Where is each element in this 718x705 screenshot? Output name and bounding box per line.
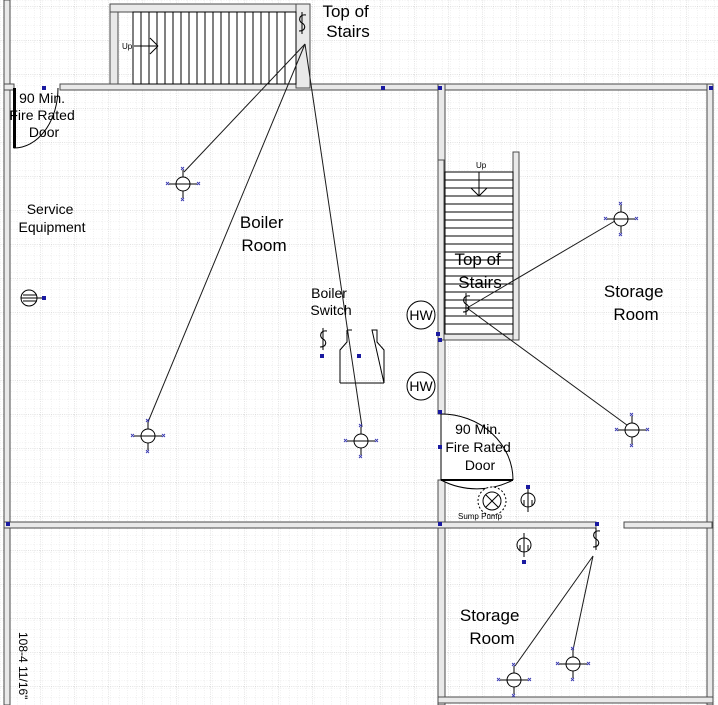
wiring <box>147 43 632 667</box>
label-top-of-stairs-upper: Top of Stairs <box>322 2 373 41</box>
wall-stair-west <box>109 3 119 89</box>
label-storage-room-east: Storage Room <box>604 282 668 324</box>
stair-up-label-upper: Up <box>122 42 133 51</box>
door-nw <box>13 87 59 149</box>
stair-up-label-mid: Up <box>476 161 487 170</box>
water-heater-1: HW <box>406 300 436 330</box>
label-fire-door-mid: 90 Min. Fire Rated Door <box>445 421 514 473</box>
wall-stair-east <box>512 151 520 341</box>
label-sump-pump: Sump Pump <box>458 512 503 521</box>
wall-mid <box>3 521 597 529</box>
door-mid <box>440 413 514 490</box>
wall-south <box>437 696 714 704</box>
label-boiler-room: Boiler Room <box>240 213 288 255</box>
label-boiler-switch: Boiler Switch <box>310 285 351 318</box>
sump-pump-icon <box>477 486 507 516</box>
service-panel-icon <box>20 289 45 307</box>
label-service-equipment: Service Equipment <box>19 201 86 235</box>
wall-stair-north <box>109 3 311 13</box>
stairs-middle: Up <box>444 161 514 335</box>
water-heater-label: HW <box>409 307 433 323</box>
receptacle-icon <box>520 488 536 512</box>
water-heater-label: HW <box>409 378 433 394</box>
wall-east <box>706 83 714 705</box>
label-storage-room-south: Storage Room <box>460 606 524 648</box>
label-top-of-stairs-mid: Top of Stairs <box>454 250 505 292</box>
receptacle-icon <box>516 533 532 557</box>
label-fire-door-nw: 90 Min. Fire Rated Door <box>9 90 78 140</box>
stairs-upper: Up <box>122 11 297 85</box>
sheet-reference-label: 108-4 11/16" <box>16 632 30 699</box>
water-heater-2: HW <box>406 371 436 401</box>
wall-west <box>3 0 11 705</box>
wall-center-lower <box>437 479 446 705</box>
anchor-markers <box>6 86 713 564</box>
